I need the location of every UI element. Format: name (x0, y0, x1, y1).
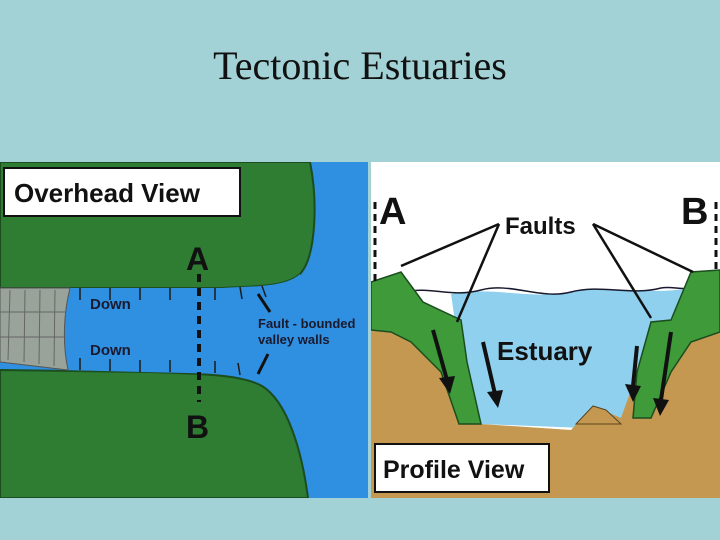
right-fault-block (632, 269, 720, 419)
upstream-hatching (0, 289, 66, 367)
lower-land (0, 368, 310, 498)
profile-heading-box (374, 443, 550, 493)
faults-label: Faults (505, 213, 576, 240)
profile-view-diagram: A B Faults Estuary Profile View (371, 162, 720, 498)
profile-label-a: A (379, 191, 406, 233)
down-label-lower: Down (90, 342, 131, 359)
fault-bounded-label-line1: Fault - bounded (258, 316, 356, 331)
fault-movement-arrows (431, 329, 673, 416)
left-fault-block (371, 271, 482, 425)
overhead-view-panel: A B Down Down Fault - bounded valley wal… (0, 162, 368, 498)
down-label-upper: Down (90, 296, 131, 313)
profile-label-b: B (681, 191, 708, 233)
sediment-layer (371, 270, 720, 498)
overhead-view-diagram: A B Down Down Fault - bounded valley wal… (0, 162, 368, 498)
slide-title: Tectonic Estuaries (213, 43, 507, 88)
fault-pointer-upper (256, 293, 272, 313)
profile-view-panel: A B Faults Estuary Profile View (371, 162, 720, 498)
fault-bounded-label-line2: valley walls (258, 332, 330, 347)
fault-pointer-lines (400, 222, 694, 323)
overhead-heading-box (3, 167, 241, 217)
water-surface (404, 286, 690, 295)
central-mound (574, 405, 623, 425)
overhead-heading: Overhead View (14, 178, 201, 208)
fault-pointer-lower (256, 353, 270, 375)
overhead-label-b: B (186, 409, 209, 445)
upper-fault-ticks (79, 285, 267, 300)
upstream-terrain (0, 287, 71, 371)
lower-fault-ticks (79, 358, 241, 376)
overhead-label-a: A (186, 241, 209, 277)
profile-heading: Profile View (383, 456, 525, 484)
estuary-channel (60, 274, 300, 392)
estuary-label: Estuary (497, 336, 593, 366)
